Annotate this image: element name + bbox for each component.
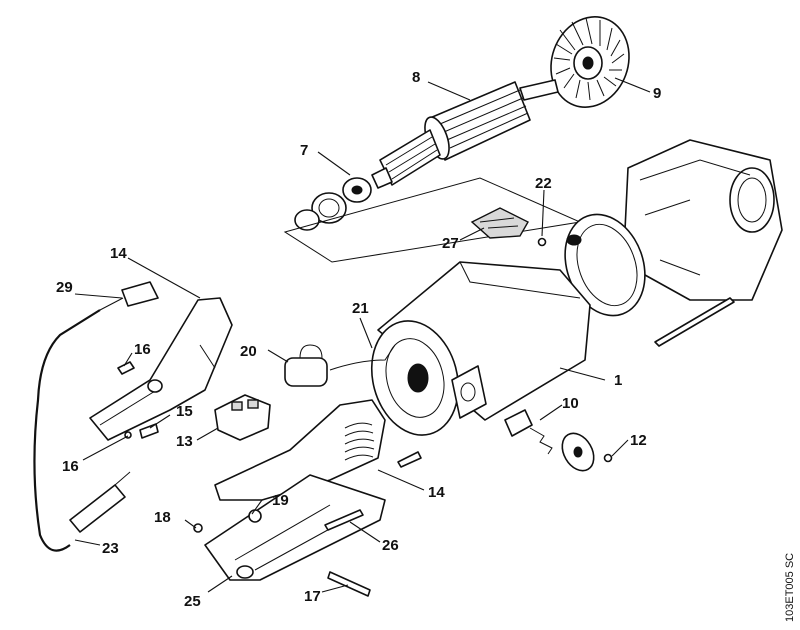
- carbon-brush: [504, 409, 613, 472]
- callout-15: 15: [176, 403, 193, 420]
- callout-25: 25: [184, 593, 201, 610]
- callout-27: 27: [442, 235, 459, 252]
- callout-22: 22: [535, 175, 552, 192]
- bearing-plate: [564, 213, 646, 317]
- long-screw: [654, 297, 735, 347]
- callout-8: 8: [412, 69, 420, 86]
- reference-code: 103ET005 SC: [784, 553, 796, 622]
- bearing: [294, 177, 372, 231]
- capacitor: [284, 344, 328, 387]
- callout-23: 23: [102, 540, 119, 557]
- callout-13: 13: [176, 433, 193, 450]
- callout-18: 18: [154, 509, 171, 526]
- callout-10: 10: [562, 395, 579, 412]
- handle-half-left: [89, 297, 233, 441]
- callout-16-bottom: 16: [62, 458, 79, 475]
- callout-14-bottom: 14: [428, 484, 445, 501]
- callout-20: 20: [240, 343, 257, 360]
- gear-housing: [624, 139, 783, 301]
- callout-1: 1: [614, 372, 622, 389]
- armature: [371, 79, 559, 189]
- leader-lines: [74, 77, 651, 593]
- handle-half-right: [214, 399, 386, 501]
- callout-21: 21: [352, 300, 369, 317]
- callout-16-top: 16: [134, 341, 151, 358]
- callout-19: 19: [272, 492, 289, 509]
- switch: [214, 394, 271, 441]
- stator-housing: [370, 261, 591, 436]
- callout-17: 17: [304, 588, 321, 605]
- brush-holder-plate: [470, 207, 529, 239]
- callout-7: 7: [300, 142, 308, 159]
- wire: [329, 344, 396, 371]
- callout-26: 26: [382, 537, 399, 554]
- callout-14-top: 14: [110, 245, 127, 262]
- screw-22: [537, 237, 547, 247]
- power-cord: [33, 281, 159, 552]
- callout-29: 29: [56, 279, 73, 296]
- callout-12: 12: [630, 432, 647, 449]
- callout-9: 9: [653, 85, 661, 102]
- fan: [550, 16, 630, 108]
- handle-bracket: [193, 474, 386, 597]
